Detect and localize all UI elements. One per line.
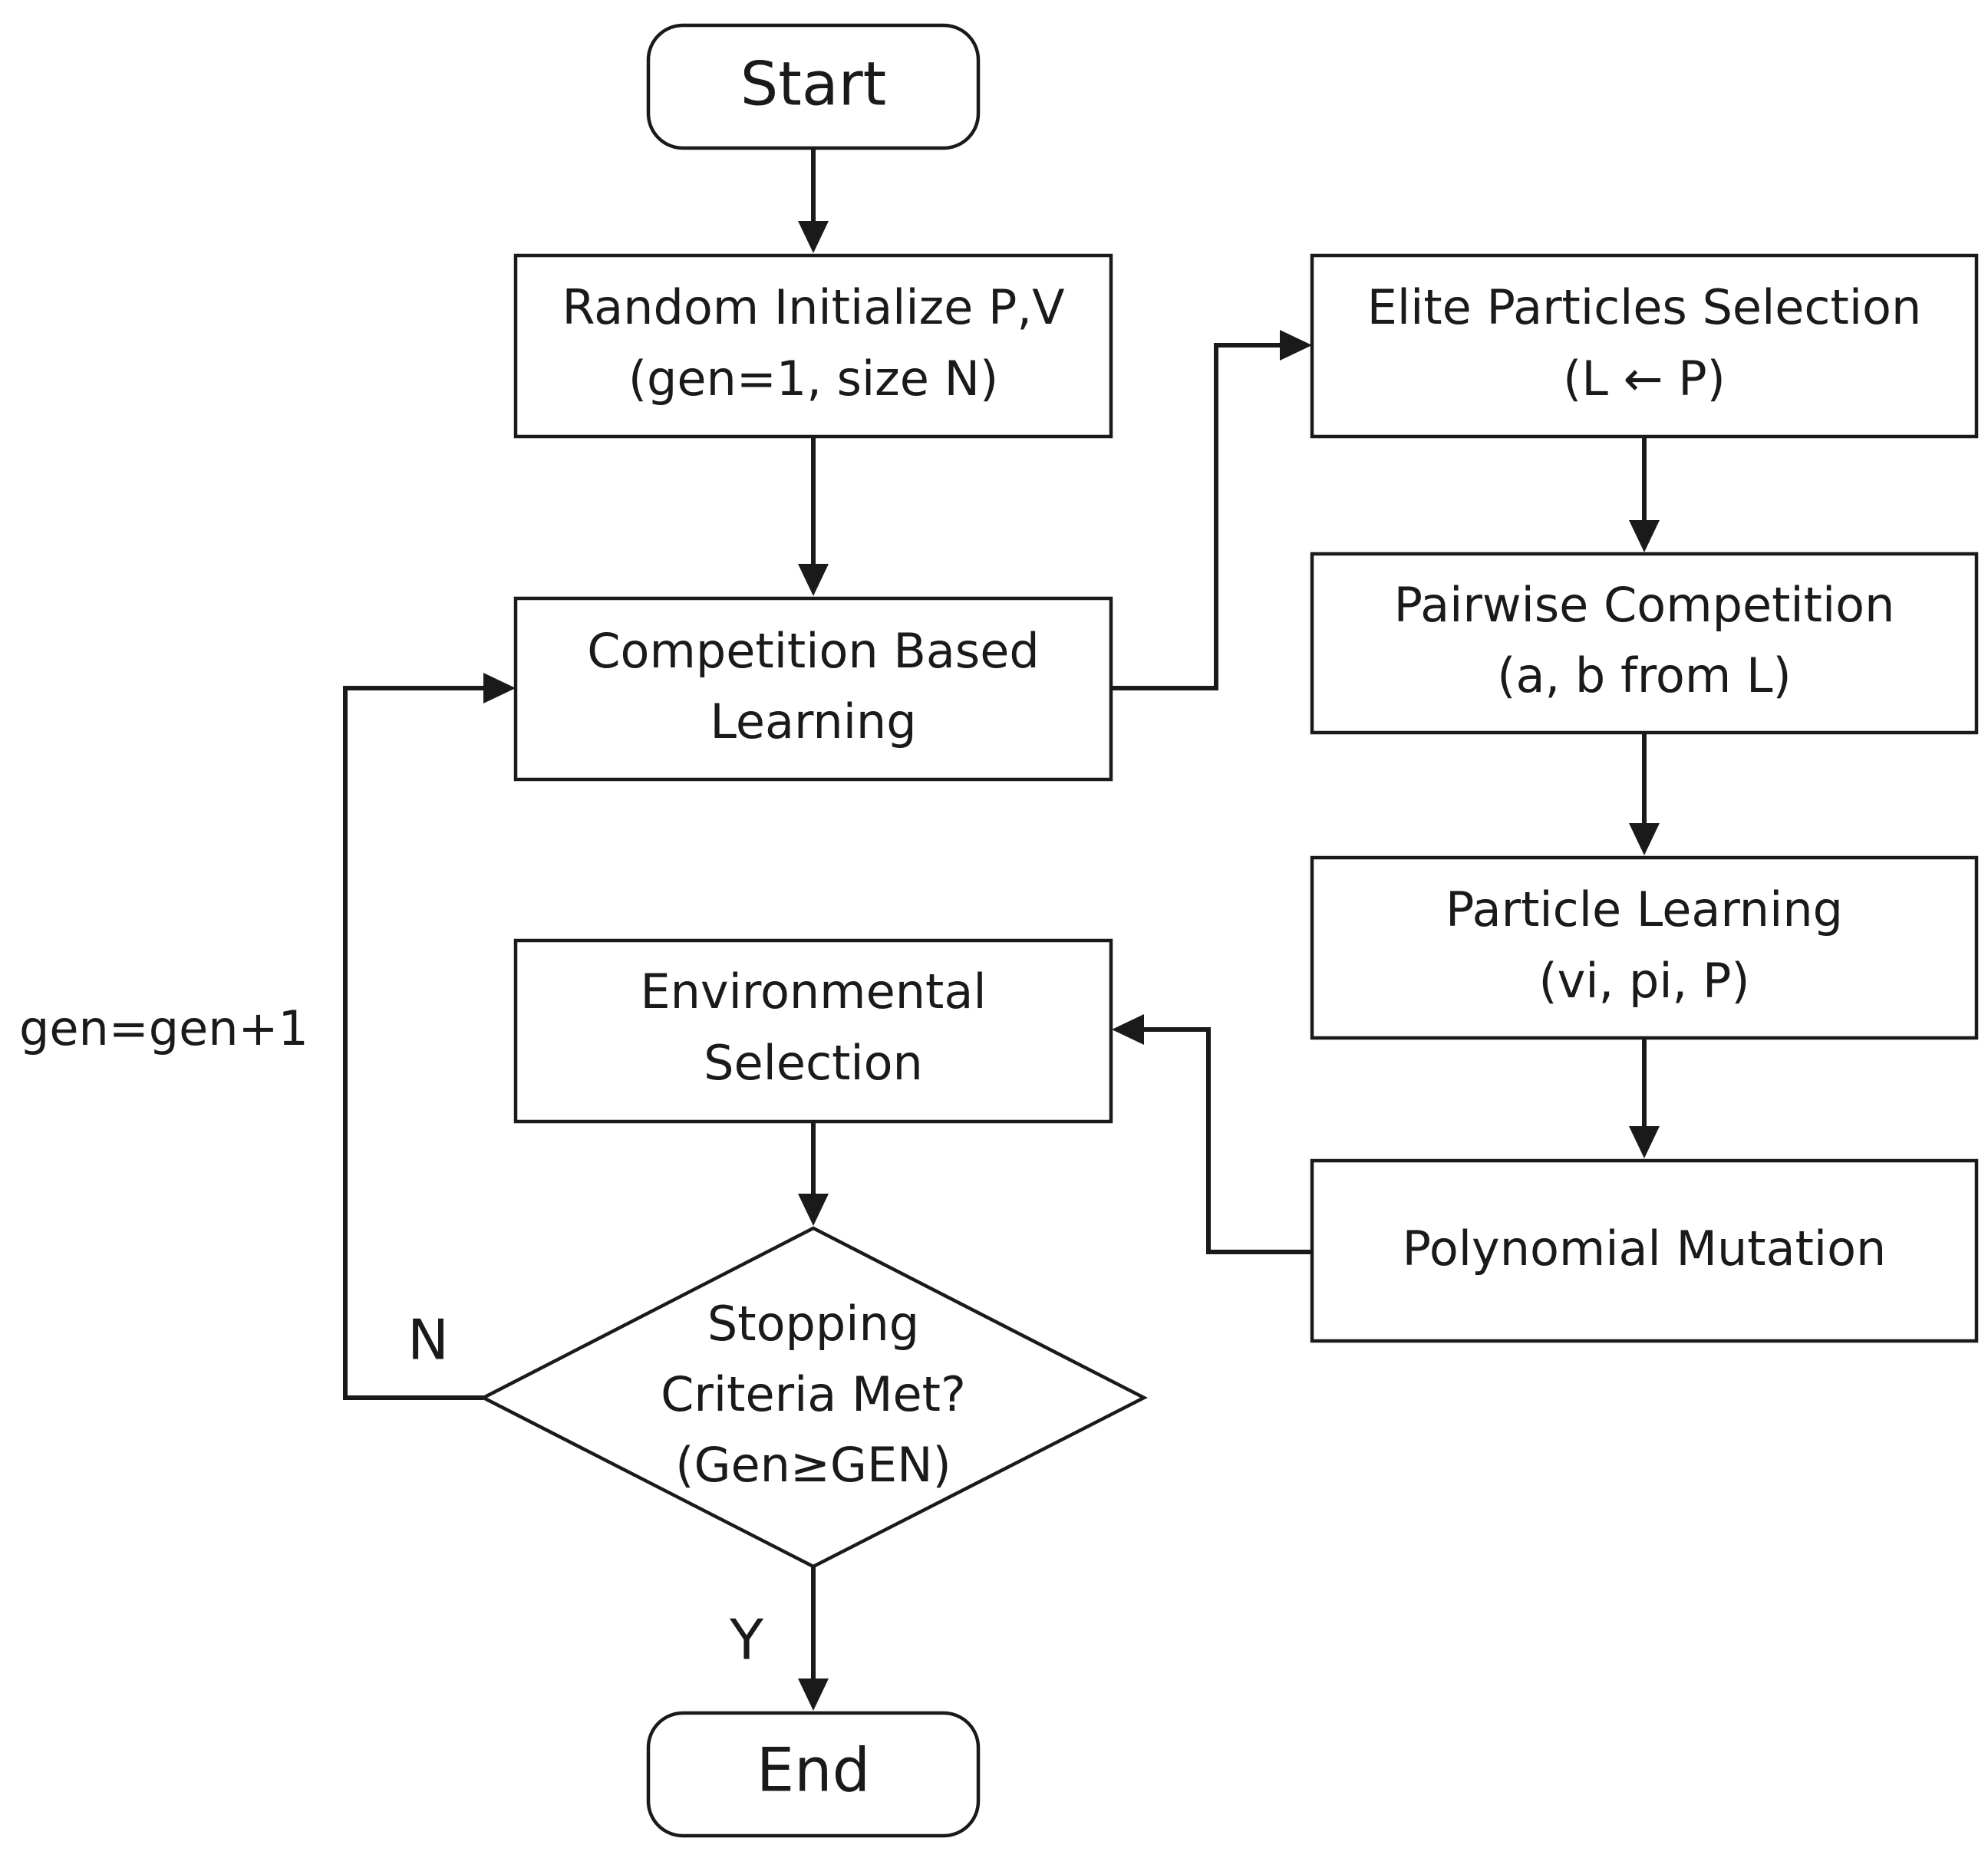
arrowhead-icon	[798, 1678, 829, 1711]
node-init: Random Initialize P,V (gen=1, size N)	[513, 253, 1113, 439]
node-start: Start	[646, 23, 981, 150]
node-decision-line-3: (Gen≥GEN)	[675, 1437, 951, 1493]
node-elite-line-2: (L ← P)	[1563, 351, 1726, 407]
arrowhead-icon	[483, 673, 516, 703]
node-cbl: Competition Based Learning	[513, 596, 1113, 782]
node-envsel-line-2: Selection	[704, 1035, 923, 1091]
node-envsel: Environmental Selection	[513, 938, 1113, 1124]
yes-label: Y	[729, 1608, 764, 1672]
node-elite-line-1: Elite Particles Selection	[1367, 279, 1922, 335]
node-envsel-line-1: Environmental	[640, 964, 986, 1020]
node-pairwise-line-1: Pairwise Competition	[1394, 577, 1895, 633]
arrowhead-icon	[1629, 823, 1660, 855]
node-init-line-2: (gen=1, size N)	[628, 351, 998, 407]
edge-decision-to-cbl	[343, 686, 483, 1400]
node-particle-line-1: Particle Learning	[1446, 881, 1843, 937]
node-init-line-1: Random Initialize P,V	[562, 279, 1064, 335]
arrowhead-icon	[798, 221, 829, 253]
arrowhead-icon	[1629, 1126, 1660, 1158]
node-end: End	[646, 1711, 981, 1838]
node-cbl-line-2: Learning	[710, 693, 916, 749]
node-start-label: Start	[740, 50, 887, 119]
node-cbl-line-1: Competition Based	[587, 623, 1039, 679]
edge-mutation-to-envsel	[1144, 1027, 1312, 1254]
node-pairwise: Pairwise Competition (a, b from L)	[1310, 552, 1979, 735]
edges	[343, 148, 1660, 1711]
arrowhead-icon	[798, 1194, 829, 1226]
node-decision-line-1: Stopping	[707, 1296, 919, 1352]
arrowhead-icon	[798, 564, 829, 596]
node-pairwise-line-2: (a, b from L)	[1497, 647, 1791, 703]
arrowhead-icon	[1280, 330, 1312, 361]
node-decision-line-2: Criteria Met?	[661, 1366, 966, 1422]
edge-cbl-to-elite	[1112, 343, 1280, 690]
arrowhead-icon	[1112, 1014, 1144, 1045]
arrowhead-icon	[1629, 520, 1660, 552]
node-particle: Particle Learning (vi, pi, P)	[1310, 855, 1979, 1040]
node-particle-line-2: (vi, pi, P)	[1538, 953, 1749, 1009]
node-mutation: Polynomial Mutation	[1310, 1158, 1979, 1343]
node-end-label: End	[757, 1736, 870, 1805]
node-decision: Stopping Criteria Met? (Gen≥GEN)	[480, 1226, 1148, 1569]
node-elite: Elite Particles Selection (L ← P)	[1310, 253, 1979, 439]
no-label: N	[407, 1308, 449, 1372]
node-mutation-line-1: Polynomial Mutation	[1403, 1221, 1887, 1277]
loop-label: gen=gen+1	[19, 1000, 308, 1056]
